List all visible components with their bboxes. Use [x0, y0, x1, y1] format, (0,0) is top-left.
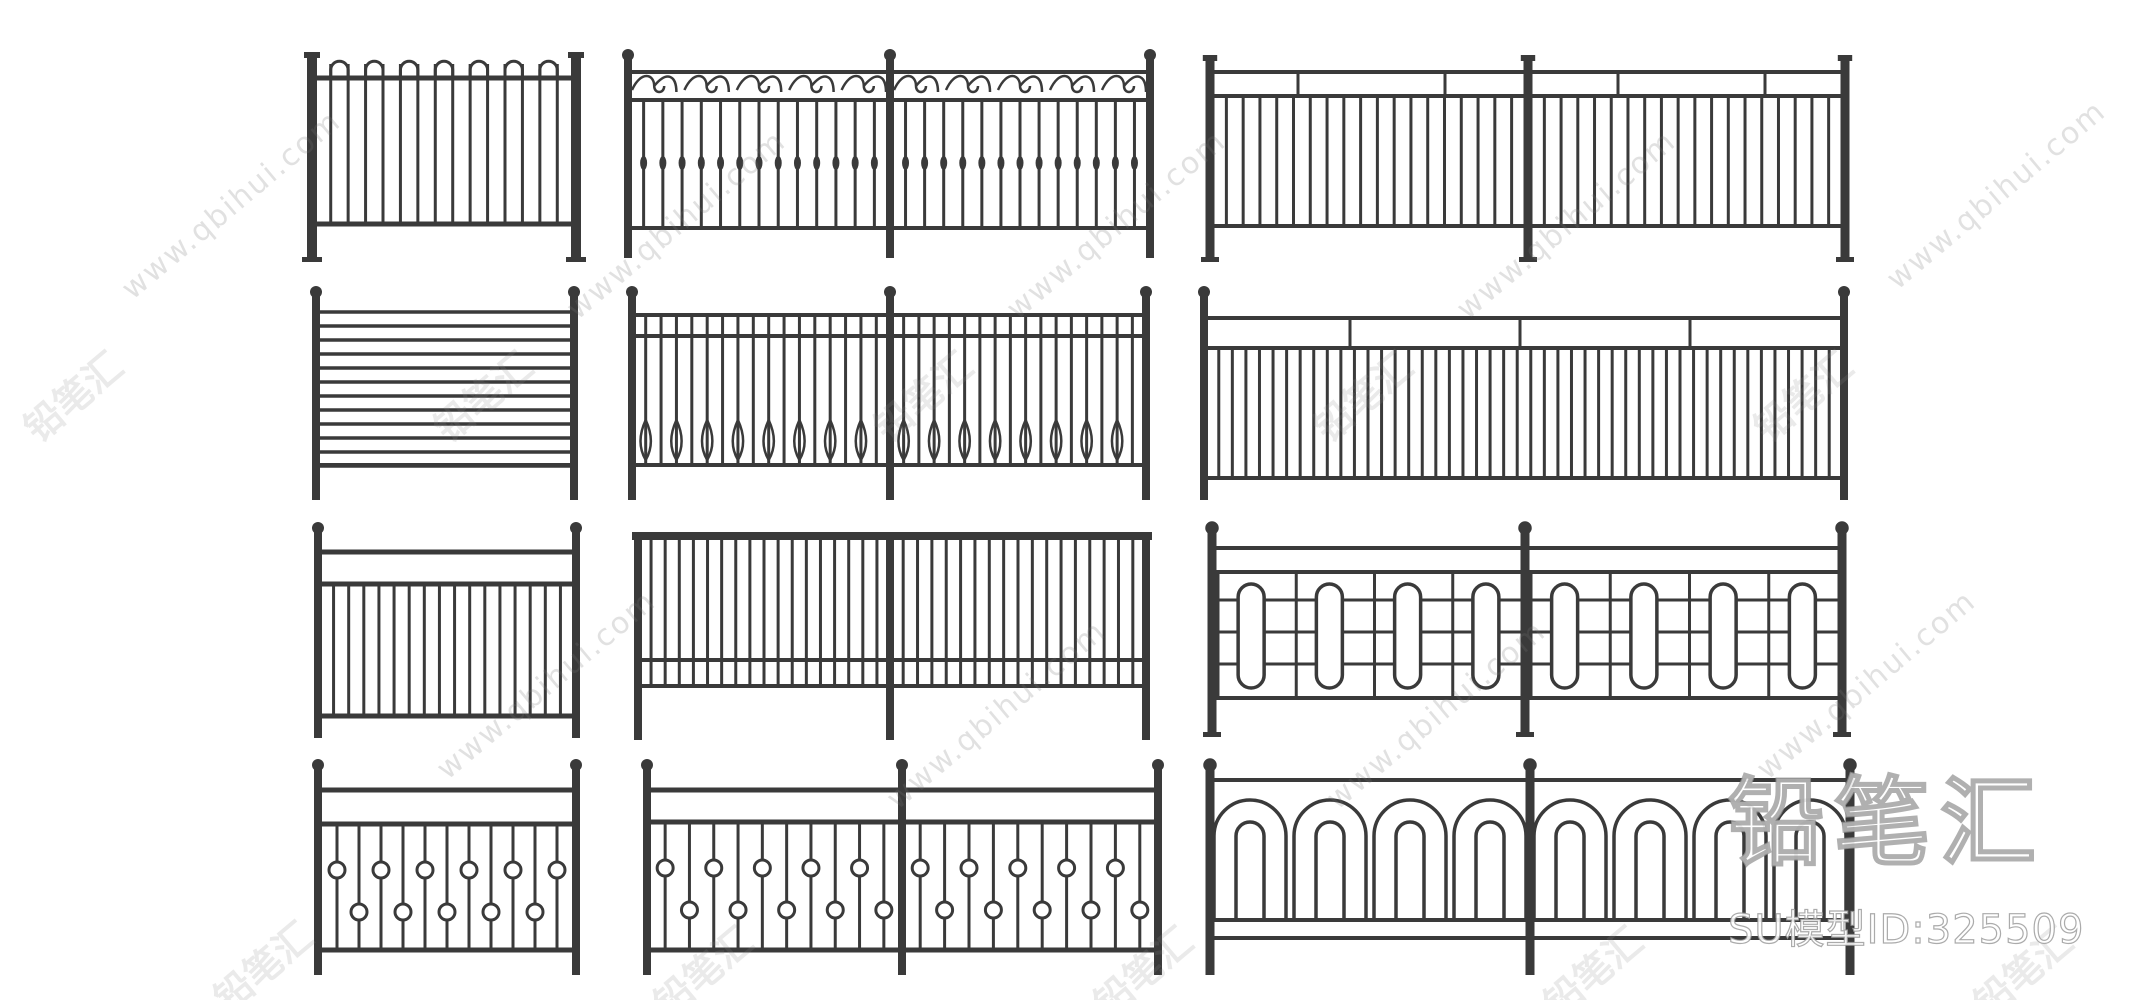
fence-7: [312, 522, 582, 738]
fence-10: [312, 759, 582, 975]
fence-12: [1203, 758, 1857, 975]
fence-8: [632, 532, 1152, 740]
fence-4: [310, 286, 580, 500]
model-id-label: SU模型ID:325509: [1727, 907, 2085, 953]
brand-logo: 铅笔汇: [1727, 767, 2046, 879]
fence-3: [1201, 55, 1854, 262]
fence-6: [1198, 286, 1850, 500]
fence-9: [1203, 521, 1851, 737]
fence-1: [302, 52, 586, 262]
fence-5: [626, 286, 1152, 500]
fence-11: [641, 759, 1164, 975]
fence-2: [622, 49, 1156, 258]
